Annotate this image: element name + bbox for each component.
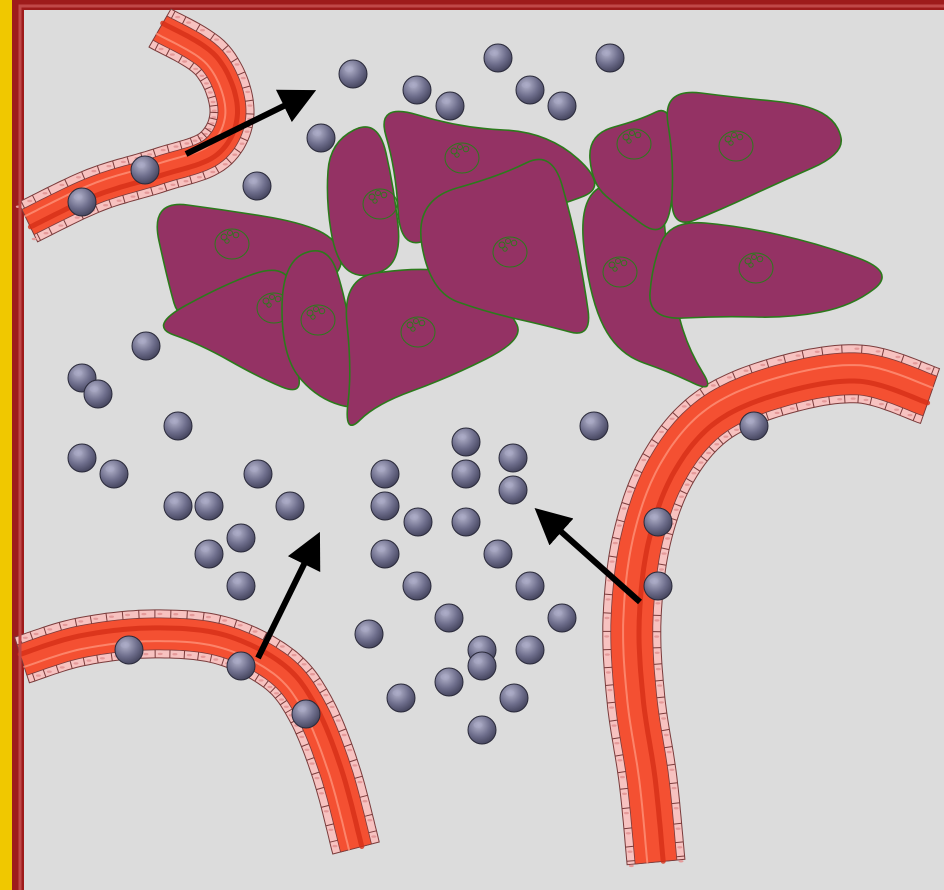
immune-cell (307, 124, 335, 152)
immune-cell (227, 652, 255, 680)
immune-cell (516, 636, 544, 664)
immune-cell (227, 524, 255, 552)
immune-cell (452, 508, 480, 536)
immune-cell (355, 620, 383, 648)
immune-cell (436, 92, 464, 120)
immune-cell (580, 412, 608, 440)
immune-cell (516, 572, 544, 600)
immune-cell (195, 540, 223, 568)
immune-cell (452, 428, 480, 456)
immune-cell (244, 460, 272, 488)
immune-cell (516, 76, 544, 104)
immune-cell (740, 412, 768, 440)
immune-cell (243, 172, 271, 200)
immune-cell (387, 684, 415, 712)
immune-cell (468, 652, 496, 680)
immune-cell (276, 492, 304, 520)
immune-cell (596, 44, 624, 72)
immune-cell (484, 44, 512, 72)
immune-cell (468, 716, 496, 744)
immune-cell (452, 460, 480, 488)
immune-cell (644, 572, 672, 600)
immune-cell (84, 380, 112, 408)
immune-cell (292, 700, 320, 728)
immune-cell (499, 476, 527, 504)
immune-cell (164, 412, 192, 440)
immune-cell (68, 188, 96, 216)
immune-cell (484, 540, 512, 568)
immune-cell (403, 76, 431, 104)
immune-cell (100, 460, 128, 488)
immune-cell (371, 492, 399, 520)
immune-cell (164, 492, 192, 520)
immune-cell (131, 156, 159, 184)
immune-cell (371, 540, 399, 568)
immune-cell (227, 572, 255, 600)
immune-cell (435, 604, 463, 632)
immune-cell (195, 492, 223, 520)
immune-cell (371, 460, 399, 488)
immune-cell (644, 508, 672, 536)
immune-cell (132, 332, 160, 360)
immune-cell (403, 572, 431, 600)
immune-cell (68, 444, 96, 472)
immune-cell (499, 444, 527, 472)
immune-cell (500, 684, 528, 712)
immune-cell (339, 60, 367, 88)
immune-cell (435, 668, 463, 696)
immune-cell (115, 636, 143, 664)
immune-cell (404, 508, 432, 536)
immune-cell (548, 92, 576, 120)
immune-cell (548, 604, 576, 632)
